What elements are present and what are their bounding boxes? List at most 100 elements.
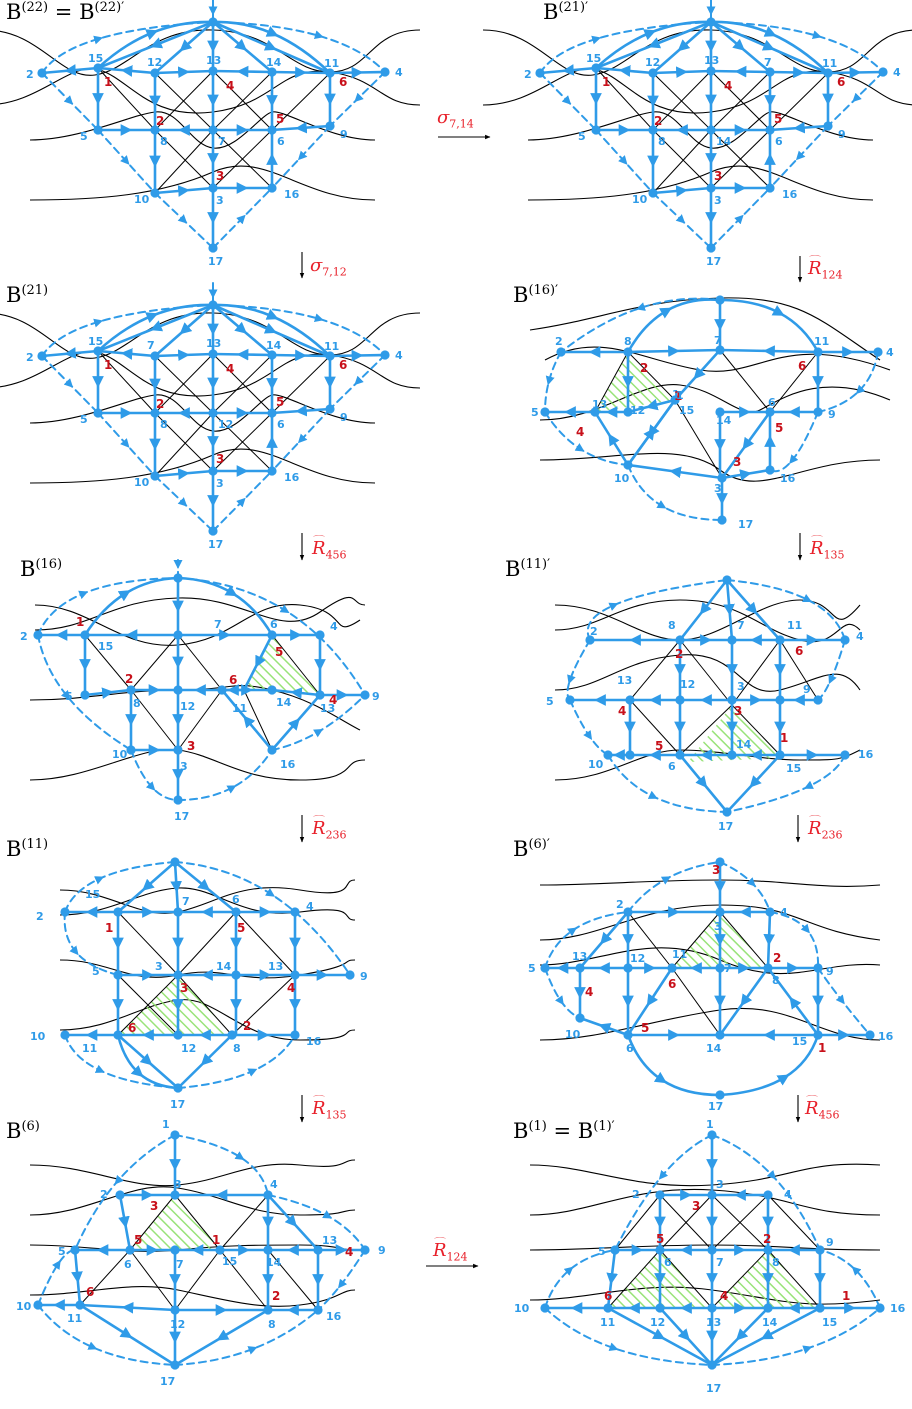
panel-title-b16prime: B(16)′ bbox=[513, 283, 559, 307]
vertex-label: 14 bbox=[266, 1256, 282, 1269]
wire-strand bbox=[529, 1163, 881, 1187]
frozen-index-label: 4 bbox=[345, 1245, 353, 1259]
triangulation-edge bbox=[177, 689, 223, 751]
quiver-arrow bbox=[538, 64, 598, 76]
wire-strand bbox=[554, 599, 861, 643]
vertex-label: 10 bbox=[30, 1030, 46, 1043]
vertex-label: 8 bbox=[160, 135, 168, 148]
quiver-vertex bbox=[813, 695, 823, 705]
frozen-index-label: 2 bbox=[272, 1289, 280, 1303]
quiver-vertex bbox=[113, 970, 123, 980]
quiver-vertex bbox=[150, 188, 160, 198]
quiver-arrow bbox=[626, 345, 722, 357]
quiver-arrow bbox=[118, 1193, 132, 1252]
frozen-index-label: 1 bbox=[104, 358, 112, 372]
vertex-label: 3 bbox=[714, 194, 722, 207]
quiver-arrow bbox=[709, 20, 772, 74]
triangulation-edge bbox=[652, 70, 712, 131]
quiver-vertex bbox=[565, 695, 575, 705]
vertex-label: 8 bbox=[160, 418, 168, 431]
quiver-curved-arrow bbox=[569, 699, 609, 756]
quiver-curved-arrow bbox=[37, 634, 132, 751]
quiver-vertex bbox=[715, 907, 725, 917]
quiver-vertex bbox=[80, 690, 90, 700]
quiver-arrow bbox=[153, 185, 215, 197]
quiver-vertex bbox=[173, 1083, 183, 1093]
quiver-vertex bbox=[290, 907, 300, 917]
vertex-label: 14 bbox=[266, 339, 282, 352]
quiver-vertex bbox=[380, 67, 390, 77]
vertex-label: 7 bbox=[182, 895, 190, 908]
vertex-label: 4 bbox=[330, 620, 338, 633]
quiver-arrow bbox=[271, 125, 331, 189]
quiver-vertex bbox=[765, 183, 775, 193]
quiver-curved-arrow bbox=[718, 1033, 820, 1097]
vertex-label: 11 bbox=[822, 57, 837, 70]
quiver-arrow bbox=[211, 20, 332, 75]
quiver-curved-arrow bbox=[711, 1134, 821, 1251]
triangulation-edge bbox=[779, 639, 819, 701]
quiver-curved-arrow bbox=[539, 21, 712, 74]
quiver-curved-arrow bbox=[177, 1034, 296, 1089]
quiver-arrow bbox=[220, 688, 274, 752]
quiver-vertex bbox=[623, 460, 633, 470]
quiver-vertex bbox=[625, 695, 635, 705]
frozen-index-label: 6 bbox=[837, 75, 845, 89]
quiver-curved-arrow bbox=[769, 911, 820, 969]
quiver-vertex bbox=[267, 125, 277, 135]
quiver-arrow bbox=[40, 347, 100, 359]
quiver-vertex bbox=[706, 125, 716, 135]
wire-strand bbox=[0, 68, 421, 114]
vertex-label: 13 bbox=[268, 960, 283, 973]
frozen-index-label: 3 bbox=[733, 455, 741, 469]
quiver-vertex bbox=[173, 573, 183, 583]
quiver-vertex bbox=[170, 1360, 180, 1370]
frozen-index-label: 2 bbox=[125, 672, 133, 686]
vertex-label: 16 bbox=[780, 472, 796, 485]
quiver-curved-arrow bbox=[711, 1307, 881, 1366]
quiver-curved-arrow bbox=[174, 861, 351, 976]
wire-strand bbox=[34, 604, 361, 646]
vertex-label: 6 bbox=[232, 893, 240, 906]
quiver-vertex bbox=[75, 1300, 85, 1310]
frozen-index-label: 3 bbox=[216, 452, 224, 466]
frozen-index-label: 4 bbox=[576, 425, 584, 439]
quiver-vertex bbox=[603, 1303, 613, 1313]
triangulation-edge bbox=[271, 355, 331, 414]
triangulation-edge bbox=[769, 72, 829, 131]
frozen-index-label: 5 bbox=[656, 1232, 664, 1246]
triangulation-edge bbox=[767, 1249, 821, 1309]
vertex-label: 4 bbox=[395, 349, 403, 362]
quiver-vertex bbox=[707, 1245, 717, 1255]
frozen-index-label: 4 bbox=[720, 1289, 728, 1303]
quiver-vertex bbox=[263, 1245, 273, 1255]
quiver-arrow bbox=[651, 185, 713, 197]
quiver-vertex bbox=[325, 68, 335, 78]
quiver-arrow bbox=[763, 910, 776, 970]
wire-strand bbox=[527, 165, 874, 201]
quiver-vertex bbox=[208, 66, 218, 76]
vertex-label: 13 bbox=[320, 702, 335, 715]
quiver-vertex bbox=[715, 1090, 725, 1100]
quiver-arrow bbox=[211, 348, 274, 361]
quiver-curved-arrow bbox=[64, 861, 176, 913]
vertex-label: 3 bbox=[216, 477, 224, 490]
triangulation-edge bbox=[231, 974, 296, 1036]
quiver-arrow bbox=[211, 20, 274, 74]
quiver-vertex bbox=[115, 1190, 125, 1200]
quiver-curved-arrow bbox=[74, 1134, 176, 1251]
wire-strand bbox=[554, 599, 861, 641]
quiver-vertex bbox=[813, 963, 823, 973]
quiver-arrow bbox=[725, 578, 782, 642]
triangulation-edge bbox=[671, 967, 721, 1036]
vertex-label: 9 bbox=[372, 690, 380, 703]
wire-strand bbox=[539, 879, 881, 887]
quiver-curved-arrow bbox=[96, 303, 215, 353]
quiver-arrow bbox=[720, 410, 772, 480]
vertex-label: 3 bbox=[180, 760, 188, 773]
quiver-arrow bbox=[768, 121, 830, 134]
quiver-arrow bbox=[173, 1308, 270, 1367]
vertex-label: 8 bbox=[133, 697, 141, 710]
quiver-arrow bbox=[769, 125, 829, 189]
quiver-vertex bbox=[208, 300, 218, 310]
